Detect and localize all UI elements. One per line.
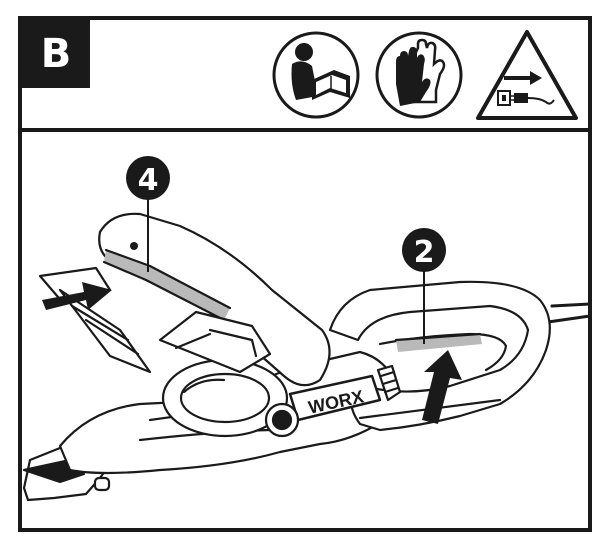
callout-2-label: 2 [414, 235, 435, 270]
unplug-warning-icon [476, 30, 578, 120]
callout-4-label: 4 [138, 163, 159, 198]
hedge-trimmer-illustration [22, 212, 592, 502]
wear-gloves-icon [375, 31, 463, 119]
read-manual-icon [272, 31, 360, 119]
step-label: B [22, 20, 90, 88]
callout-4: 4 [126, 156, 170, 200]
callout-2: 2 [402, 228, 446, 272]
push-arrow-left [42, 282, 112, 310]
push-arrow-up [422, 350, 462, 424]
